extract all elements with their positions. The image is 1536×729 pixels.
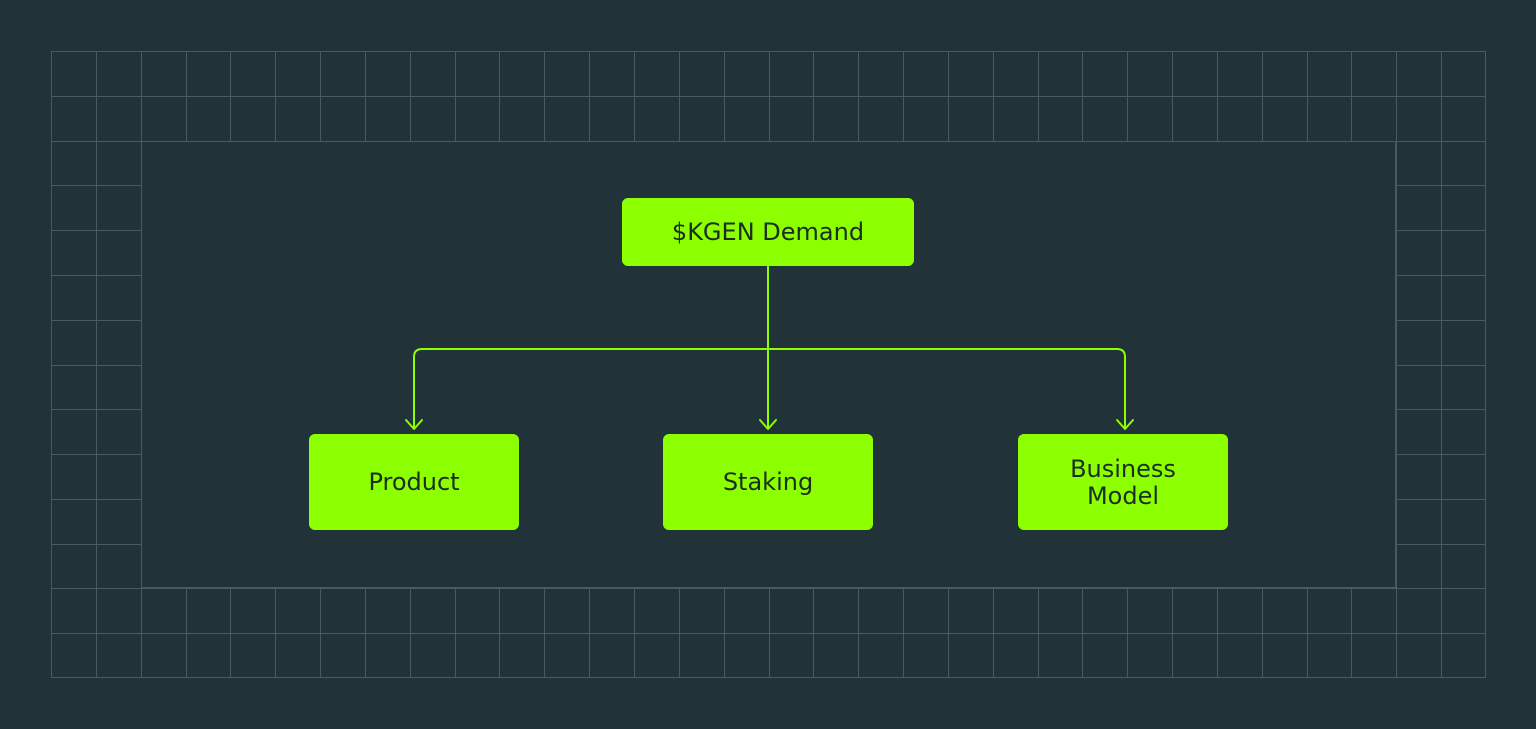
node-kgen-demand: $KGEN Demand [622, 198, 914, 266]
node-product-box [309, 434, 519, 530]
arrowhead-product-icon [405, 419, 423, 430]
arrowhead-business-model-icon [1116, 419, 1134, 430]
node-business-model-box [1018, 434, 1228, 530]
connectors [405, 265, 1134, 430]
grid-inner-border [141, 141, 1396, 588]
node-staking: Staking [663, 434, 873, 530]
node-product: Product [309, 434, 519, 530]
node-business-model: Business Model [1018, 434, 1228, 530]
node-staking-label: Staking [723, 468, 813, 496]
node-kgen-demand-label: $KGEN Demand [672, 218, 864, 246]
node-product-label: Product [368, 468, 459, 496]
node-kgen-demand-box [622, 198, 914, 266]
arrowhead-staking-icon [759, 419, 777, 430]
grid-outer-border [51, 51, 1486, 678]
connector-right-branch [767, 348, 1126, 429]
node-business-model-label-line-1: Business [1070, 455, 1176, 483]
node-staking-box [663, 434, 873, 530]
connector-left-branch [413, 348, 769, 429]
node-business-model-label-line-2: Model [1087, 482, 1159, 510]
